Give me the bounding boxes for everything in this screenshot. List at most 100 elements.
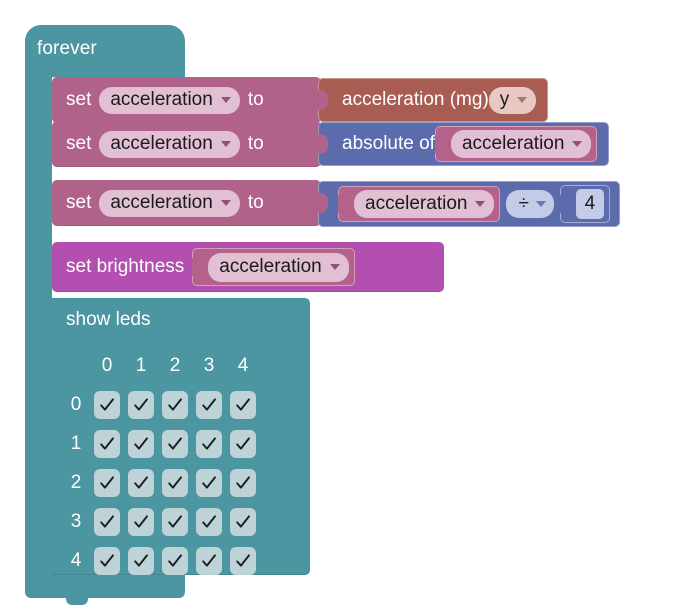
absolute-of-argument[interactable]: acceleration bbox=[434, 126, 598, 162]
led-checkbox-checked[interactable] bbox=[94, 507, 120, 536]
led-checkbox-checked[interactable] bbox=[128, 546, 154, 575]
to-keyword-1: to bbox=[247, 89, 264, 110]
set-variable-block-2[interactable]: set acceleration to bbox=[52, 121, 321, 167]
division-reporter[interactable]: acceleration ÷ 4 bbox=[318, 181, 620, 227]
led-cell-4-0[interactable] bbox=[90, 546, 124, 575]
variable-dropdown-2[interactable]: acceleration bbox=[99, 130, 240, 158]
division-right-input[interactable]: 4 bbox=[575, 189, 604, 219]
led-checkbox-checked[interactable] bbox=[162, 429, 188, 458]
led-row-label-1: 1 bbox=[70, 432, 82, 454]
division-right-operand[interactable]: 4 bbox=[559, 185, 610, 223]
to-keyword-2: to bbox=[247, 133, 264, 154]
chevron-down-icon bbox=[517, 96, 528, 103]
led-cell-0-3[interactable] bbox=[192, 390, 226, 419]
led-checkbox-checked[interactable] bbox=[94, 429, 120, 458]
led-checkbox-checked[interactable] bbox=[128, 429, 154, 458]
led-cell-2-2[interactable] bbox=[158, 468, 192, 497]
division-left-operand[interactable]: acceleration bbox=[338, 186, 501, 222]
led-checkbox-checked[interactable] bbox=[230, 507, 256, 536]
led-cell-0-2[interactable] bbox=[158, 390, 192, 419]
absolute-argument-dropdown[interactable]: acceleration bbox=[450, 130, 592, 158]
variable-dropdown-3-value: acceleration bbox=[110, 191, 213, 213]
led-checkbox-checked[interactable] bbox=[162, 546, 188, 575]
led-row: 3 bbox=[62, 502, 260, 541]
acceleration-sensor-reporter[interactable]: acceleration (mg) y bbox=[318, 78, 549, 122]
led-checkbox-checked[interactable] bbox=[230, 429, 256, 458]
led-cell-2-1[interactable] bbox=[124, 468, 158, 497]
led-cell-1-3[interactable] bbox=[192, 429, 226, 458]
led-checkbox-checked[interactable] bbox=[196, 390, 222, 419]
led-row: 1 bbox=[62, 424, 260, 463]
led-checkbox-checked[interactable] bbox=[196, 507, 222, 536]
led-cell-2-0[interactable] bbox=[90, 468, 124, 497]
led-checkbox-checked[interactable] bbox=[94, 468, 120, 497]
led-cell-4-4[interactable] bbox=[226, 546, 260, 575]
block-plug bbox=[338, 195, 347, 213]
led-row-label-4: 4 bbox=[70, 549, 82, 571]
division-left-dropdown[interactable]: acceleration bbox=[354, 190, 495, 218]
acceleration-axis-value: y bbox=[499, 88, 510, 110]
led-row-label-0: 0 bbox=[70, 393, 82, 415]
division-left-value: acceleration bbox=[365, 192, 468, 214]
variable-dropdown-1[interactable]: acceleration bbox=[99, 86, 240, 114]
chevron-down-icon bbox=[572, 140, 583, 147]
brightness-argument-dropdown[interactable]: acceleration bbox=[208, 252, 349, 282]
led-cell-2-4[interactable] bbox=[226, 468, 260, 497]
chevron-down-icon bbox=[220, 199, 231, 206]
led-cell-0-0[interactable] bbox=[90, 390, 124, 419]
led-cell-4-2[interactable] bbox=[158, 546, 192, 575]
led-cell-1-0[interactable] bbox=[90, 429, 124, 458]
led-checkbox-checked[interactable] bbox=[196, 468, 222, 497]
chevron-down-icon bbox=[475, 200, 486, 207]
led-column-header-4: 4 bbox=[237, 354, 249, 376]
led-cell-4-3[interactable] bbox=[192, 546, 226, 575]
led-cell-2-3[interactable] bbox=[192, 468, 226, 497]
set-variable-block-1[interactable]: set acceleration to bbox=[52, 77, 321, 123]
block-plug bbox=[318, 134, 328, 154]
block-plug bbox=[559, 195, 569, 213]
led-checkbox-checked[interactable] bbox=[196, 429, 222, 458]
variable-dropdown-3[interactable]: acceleration bbox=[99, 189, 240, 217]
led-checkbox-checked[interactable] bbox=[230, 468, 256, 497]
led-cell-3-4[interactable] bbox=[226, 507, 260, 536]
forever-block-header[interactable] bbox=[25, 25, 185, 77]
led-checkbox-checked[interactable] bbox=[128, 468, 154, 497]
led-cell-3-2[interactable] bbox=[158, 507, 192, 536]
set-keyword-3: set bbox=[66, 192, 92, 213]
absolute-of-reporter[interactable]: absolute of acceleration bbox=[318, 122, 610, 166]
set-variable-block-3[interactable]: set acceleration to bbox=[52, 180, 321, 226]
division-operator-dropdown[interactable]: ÷ bbox=[506, 190, 554, 218]
led-checkbox-checked[interactable] bbox=[230, 546, 256, 575]
forever-label: forever bbox=[37, 38, 97, 59]
led-cell-1-4[interactable] bbox=[226, 429, 260, 458]
led-cell-3-1[interactable] bbox=[124, 507, 158, 536]
led-cell-1-1[interactable] bbox=[124, 429, 158, 458]
led-cell-0-1[interactable] bbox=[124, 390, 158, 419]
led-column-header-3: 3 bbox=[203, 354, 215, 376]
led-checkbox-checked[interactable] bbox=[94, 390, 120, 419]
chevron-down-icon bbox=[535, 200, 546, 207]
led-checkbox-checked[interactable] bbox=[128, 507, 154, 536]
block-plug bbox=[318, 193, 328, 213]
set-brightness-block[interactable]: set brightness acceleration bbox=[52, 242, 444, 292]
led-column-header-2: 2 bbox=[169, 354, 181, 376]
led-checkbox-checked[interactable] bbox=[230, 390, 256, 419]
absolute-argument-value: acceleration bbox=[461, 132, 565, 154]
led-cell-0-4[interactable] bbox=[226, 390, 260, 419]
led-checkbox-checked[interactable] bbox=[94, 546, 120, 575]
led-cell-3-3[interactable] bbox=[192, 507, 226, 536]
led-cell-1-2[interactable] bbox=[158, 429, 192, 458]
led-row-label-2: 2 bbox=[70, 471, 82, 493]
led-cell-3-0[interactable] bbox=[90, 507, 124, 536]
led-checkbox-checked[interactable] bbox=[162, 468, 188, 497]
led-checkbox-checked[interactable] bbox=[162, 507, 188, 536]
acceleration-axis-dropdown[interactable]: y bbox=[488, 86, 537, 114]
led-checkbox-checked[interactable] bbox=[128, 390, 154, 419]
led-cell-4-1[interactable] bbox=[124, 546, 158, 575]
led-checkbox-checked[interactable] bbox=[162, 390, 188, 419]
brightness-argument[interactable]: acceleration bbox=[192, 248, 355, 286]
led-checkbox-checked[interactable] bbox=[196, 546, 222, 575]
